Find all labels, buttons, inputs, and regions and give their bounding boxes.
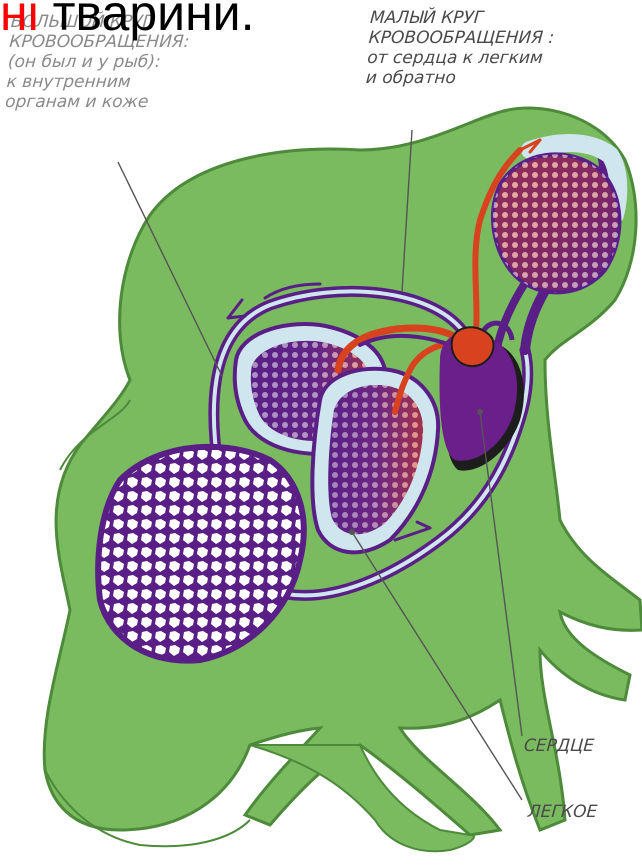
pulmonary-line-1: от сердца к легким [367,48,554,68]
heart-label: СЕРДЦЕ [523,736,594,756]
pulmonary-title-2: КРОВООБРАЩЕНИЯ : [368,28,555,48]
headline-accent: ні [0,0,39,41]
slide-headline: ні тварини. [0,0,255,41]
pointer-dot-heart [477,409,483,415]
systemic-line-3: органам и коже [5,92,186,112]
pulmonary-circulation-label: МАЛЫЙ КРУГ КРОВООБРАЩЕНИЯ : от сердца к … [365,8,556,88]
lung-label: ЛЕГКОЕ [527,802,598,822]
systemic-line-1: (он был и у рыб): [7,52,188,72]
head-capillary-net [493,154,619,292]
pulmonary-title-1: МАЛЫЙ КРУГ [369,8,556,28]
pulmonary-line-2: и обратно [365,68,552,88]
systemic-line-2: к внутренним [6,72,187,92]
headline-text: тварини. [39,0,255,41]
pointer-dot-lung [349,529,355,535]
